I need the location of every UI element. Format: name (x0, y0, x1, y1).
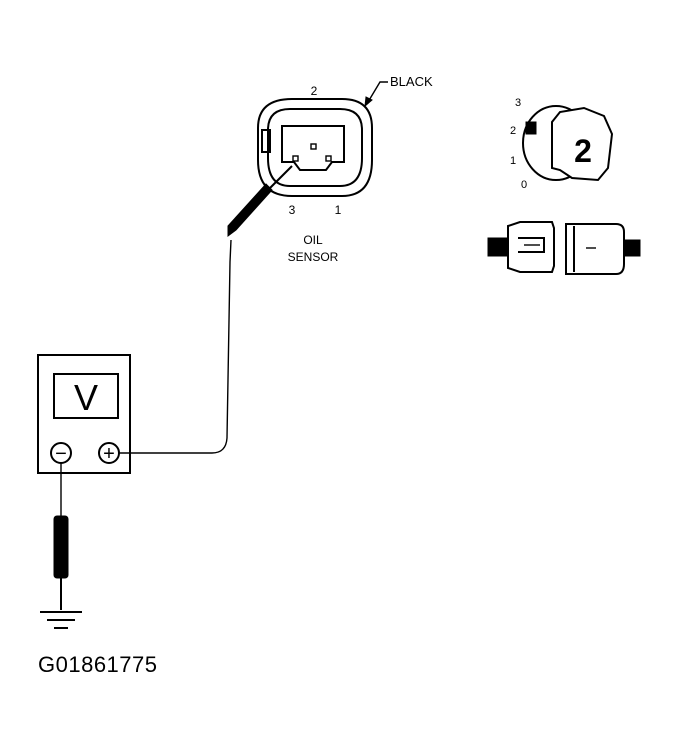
ignition-position-3: 3 (515, 97, 521, 109)
positive-probe-handle (227, 183, 273, 237)
ignition-position-marker (525, 121, 537, 135)
negative-terminal-symbol: − (55, 443, 67, 465)
connector-pin-1 (325, 155, 332, 162)
connector-outer-shell (257, 98, 373, 197)
pin-3-label: 3 (289, 203, 296, 217)
connector-cavity (281, 125, 345, 171)
connector-inner-shell (267, 108, 363, 187)
figure-id: G01861775 (38, 652, 158, 677)
ignition-position-1: 1 (510, 155, 516, 167)
ignition-position-2: 2 (510, 125, 516, 137)
negative-probe-handle (53, 515, 69, 579)
connector-pin-3 (292, 155, 299, 162)
inline-connector (487, 221, 641, 275)
pin-2-label: 2 (311, 84, 318, 98)
voltmeter-display (53, 373, 119, 419)
positive-probe-tip (269, 165, 293, 189)
connector-latch (261, 129, 271, 153)
sensor-label-line1: OIL (303, 233, 323, 247)
inline-connector-left-wire (487, 237, 509, 257)
sensor-label-line2: SENSOR (288, 250, 339, 264)
pin-1-label: 1 (335, 203, 342, 217)
voltmeter-display-text: V (74, 377, 98, 418)
connector-pin-2 (310, 143, 317, 150)
ignition-key-number: 2 (574, 133, 592, 169)
inline-connector-left-half (507, 221, 555, 273)
inline-connector-left-latch (518, 237, 545, 253)
voltmeter: V − + (37, 354, 131, 474)
wire-color-label: BLACK (390, 74, 433, 89)
positive-test-lead (119, 165, 293, 454)
ignition-switch: 3 2 1 0 2 (510, 97, 614, 191)
oil-sensor-connector: 2 3 1 OIL SENSOR BLACK (257, 74, 433, 264)
wire-color-arrow-icon (364, 96, 373, 108)
positive-lead-wire (119, 239, 232, 454)
ground-test-lead (40, 463, 82, 629)
inline-connector-right-wire (623, 239, 641, 257)
wire-color-leader (367, 81, 388, 103)
ignition-position-0: 0 (521, 179, 527, 191)
inline-connector-right-half (565, 223, 625, 275)
ignition-key-head-icon (551, 106, 614, 182)
positive-terminal-symbol: + (103, 443, 115, 465)
